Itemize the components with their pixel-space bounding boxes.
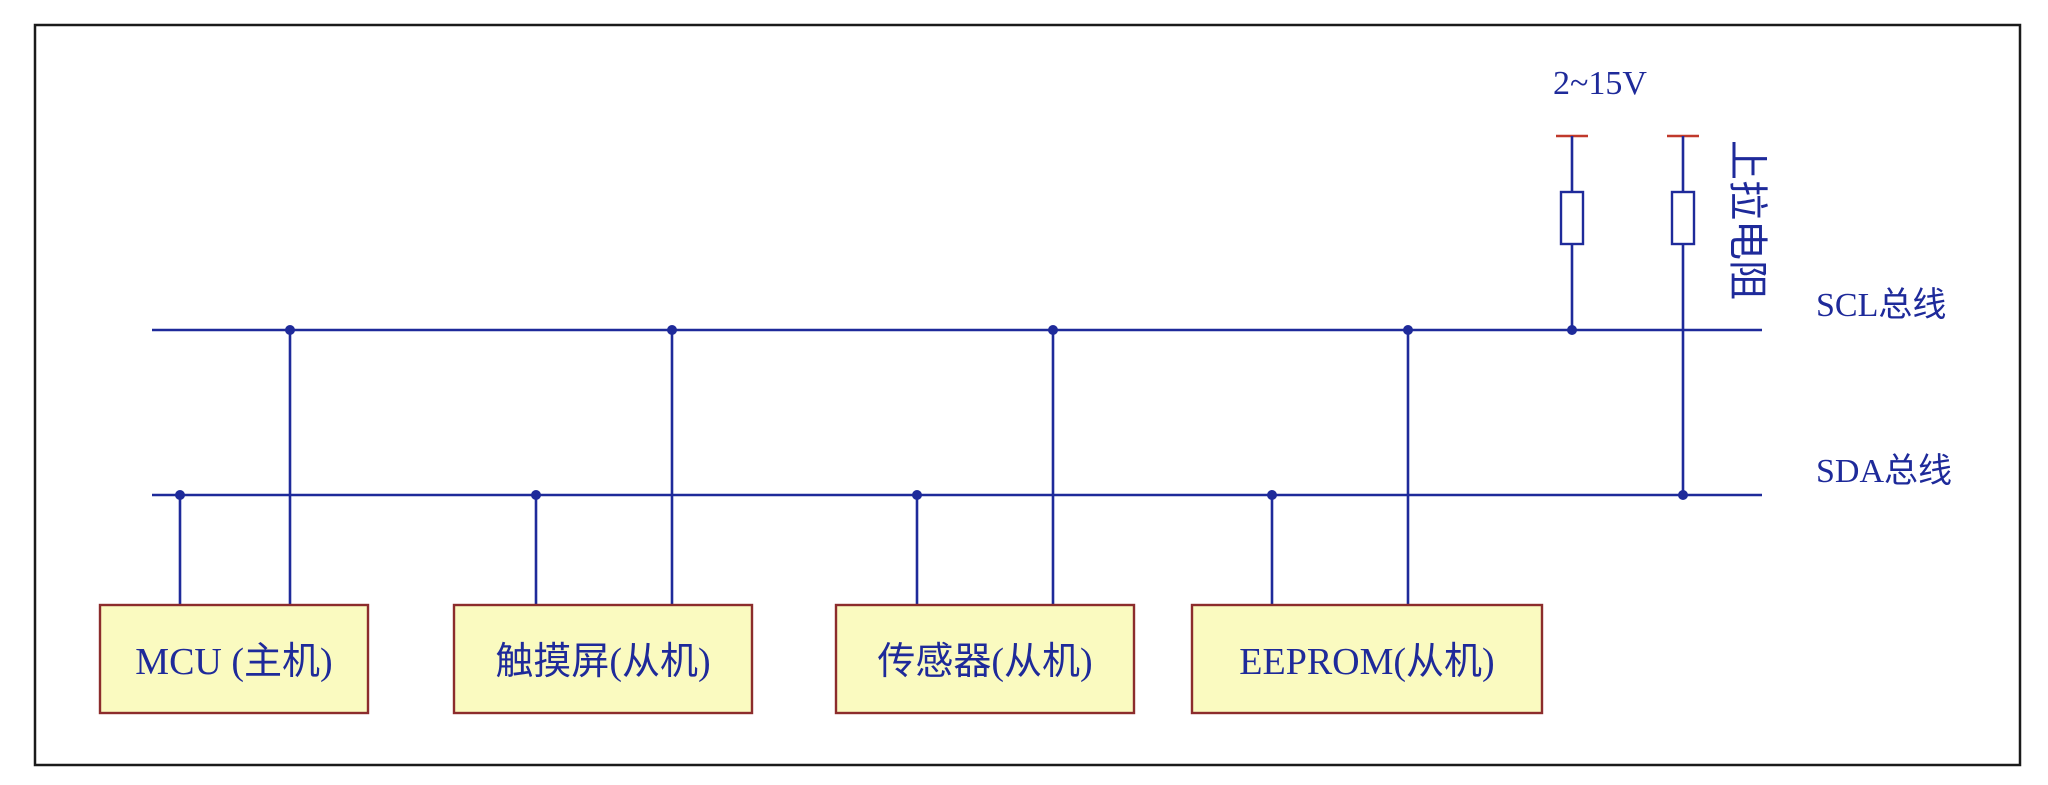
- eeprom-label: EEPROM(从机): [1239, 641, 1494, 683]
- sensor-box: [834, 603, 1136, 715]
- sda-pullup-node: [1678, 490, 1688, 500]
- touchscreen-sda-node: [531, 490, 541, 500]
- touchscreen-label: 触摸屏(从机): [495, 641, 710, 683]
- eeprom-box: [1190, 603, 1544, 715]
- sda-bus-label: SDA总线: [1816, 452, 1952, 490]
- mcu-scl-node: [285, 325, 295, 335]
- touchscreen-scl-node: [667, 325, 677, 335]
- sda-pullup-resistor: [1670, 190, 1696, 246]
- sensor-label: 传感器(从机): [877, 641, 1092, 683]
- eeprom-scl-node: [1403, 325, 1413, 335]
- mcu-sda-node: [175, 490, 185, 500]
- scl-bus-label: SCL总线: [1816, 286, 1946, 324]
- touchscreen-box: [452, 603, 754, 715]
- diagram-frame: [33, 23, 2022, 767]
- scl-pullup-resistor: [1559, 190, 1585, 246]
- mcu-label: MCU (主机): [135, 641, 332, 683]
- sensor-sda-node: [912, 490, 922, 500]
- sensor-scl-node: [1048, 325, 1058, 335]
- scl-pullup-node: [1567, 325, 1577, 335]
- pullup-resistor-label: 上拉电阻: [1725, 140, 1770, 300]
- supply-voltage-label: 2~15V: [1553, 65, 1647, 102]
- mcu-box: [98, 603, 370, 715]
- eeprom-sda-node: [1267, 490, 1277, 500]
